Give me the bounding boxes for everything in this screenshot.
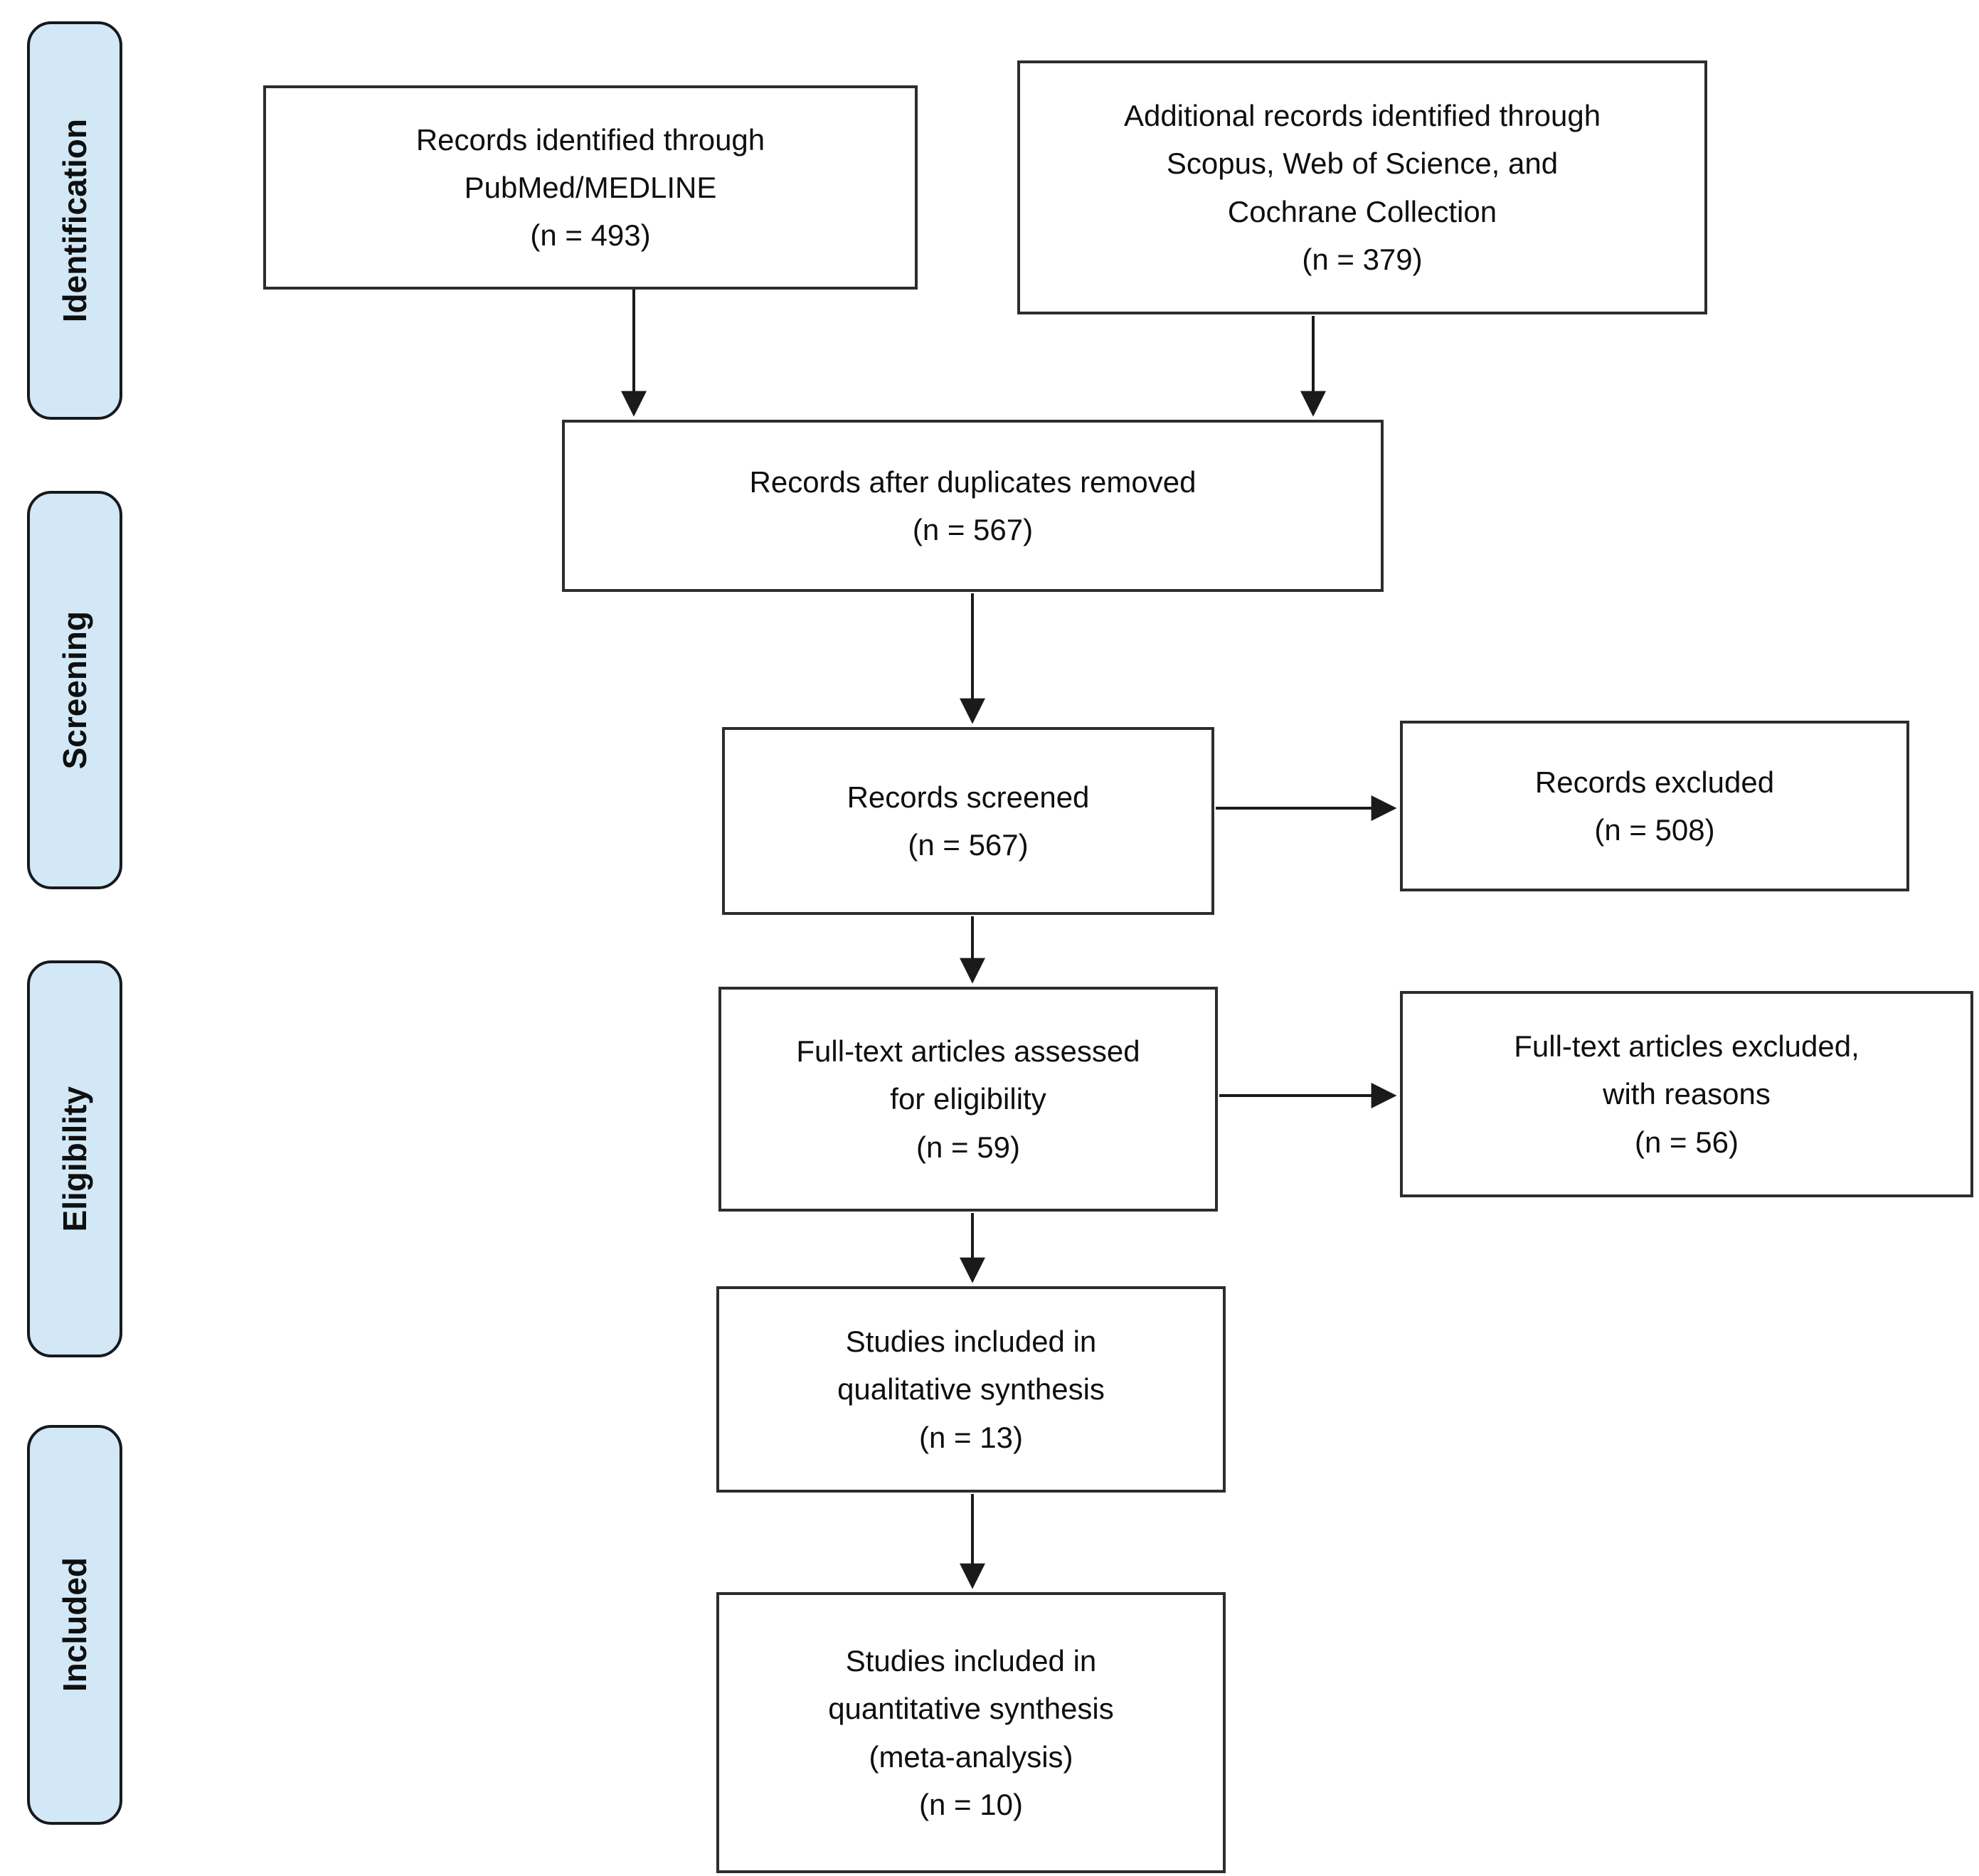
box-quantitative-synthesis: Studies included in quantitative synthes… [716,1592,1226,1873]
box-records-identified: Records identified through PubMed/MEDLIN… [263,85,918,290]
stage-label-identification-text: Identification [56,118,93,323]
box-qualitative-synthesis: Studies included in qualitative synthesi… [716,1286,1226,1493]
stage-label-included-text: Included [56,1557,93,1692]
stage-label-eligibility-text: Eligibility [56,1086,93,1232]
stage-label-screening: Screening [27,491,122,889]
stage-label-screening-text: Screening [56,610,93,770]
box-fulltext-assessed: Full-text articles assessed for eligibil… [718,987,1218,1212]
box-fulltext-excluded: Full-text articles excluded, with reason… [1400,991,1973,1197]
box-records-screened: Records screened (n = 567) [722,727,1214,915]
box-records-excluded: Records excluded (n = 508) [1400,721,1909,891]
box-after-duplicates: Records after duplicates removed (n = 56… [562,420,1384,592]
stage-label-eligibility: Eligibility [27,960,122,1357]
box-additional-records: Additional records identified through Sc… [1017,60,1707,314]
stage-label-identification: Identification [27,21,122,420]
stage-label-included: Included [27,1425,122,1825]
